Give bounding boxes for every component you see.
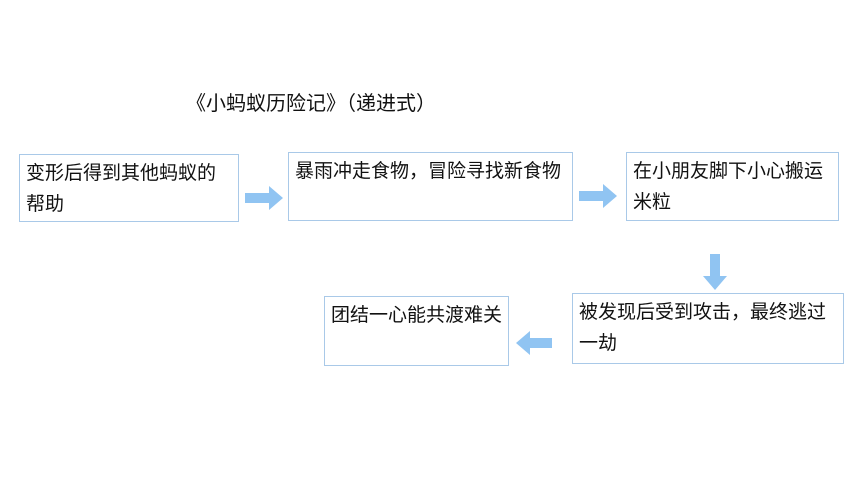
step-box-5: 团结一心能共渡难关: [324, 296, 509, 366]
arrow-right-icon: [579, 184, 617, 208]
step-text-5: 团结一心能共渡难关: [331, 304, 503, 326]
arrow-left-icon: [516, 331, 552, 355]
step-text-1: 变形后得到其他蚂蚁的帮助: [26, 162, 217, 215]
step-box-1: 变形后得到其他蚂蚁的帮助: [19, 154, 239, 222]
step-text-4: 被发现后受到攻击，最终逃过一劫: [579, 301, 827, 354]
step-text-2: 暴雨冲走食物，冒险寻找新食物: [295, 160, 562, 182]
step-box-4: 被发现后受到攻击，最终逃过一劫: [572, 293, 844, 364]
arrow-down-icon: [703, 254, 727, 290]
step-box-3: 在小朋友脚下小心搬运米粒: [626, 152, 839, 221]
step-text-3: 在小朋友脚下小心搬运米粒: [633, 160, 824, 213]
arrow-right-icon: [245, 186, 283, 210]
diagram-title: 《小蚂蚁历险记》（递进式）: [186, 91, 436, 115]
step-box-2: 暴雨冲走食物，冒险寻找新食物: [288, 152, 573, 221]
